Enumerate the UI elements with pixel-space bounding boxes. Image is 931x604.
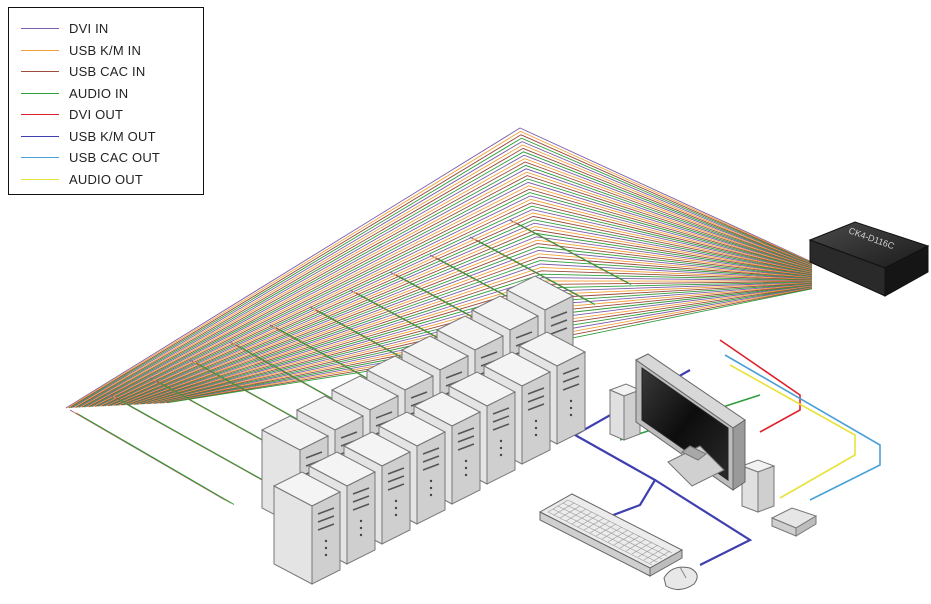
legend-swatch — [21, 28, 59, 29]
input-cable — [102, 205, 813, 407]
legend-swatch — [21, 114, 59, 115]
input-cable — [73, 144, 813, 408]
input-cable — [128, 260, 813, 406]
input-cable — [112, 226, 813, 406]
computer-tower — [272, 471, 342, 585]
input-cable — [136, 277, 813, 405]
input-cable — [93, 185, 813, 407]
dvi-out-cable — [719, 339, 801, 433]
input-cable — [90, 178, 813, 408]
legend-label: AUDIO IN — [69, 85, 129, 101]
cable-legend: DVI IN USB K/M IN USB CAC IN AUDIO IN DVI OU… — [8, 7, 204, 195]
input-cable — [104, 209, 813, 407]
input-cable — [101, 202, 813, 407]
input-cable — [119, 239, 813, 406]
keyboard — [538, 493, 684, 577]
legend-label: USB K/M OUT — [69, 128, 156, 144]
input-cable — [114, 229, 813, 406]
input-cable — [125, 253, 813, 406]
legend-item: USB K/M OUT — [21, 126, 156, 147]
input-cable — [98, 195, 813, 407]
legend-label: USB CAC IN — [69, 64, 146, 79]
input-cable — [99, 198, 813, 407]
legend-swatch — [21, 92, 59, 94]
cac-reader — [770, 507, 818, 537]
input-cable — [106, 212, 813, 407]
input-cable — [123, 249, 813, 406]
usb-km-out-cable-mouse — [654, 479, 753, 566]
input-cable — [65, 127, 813, 409]
usb-cac-out-cable — [724, 354, 881, 501]
drop-cable — [118, 399, 272, 485]
input-cable — [132, 266, 813, 405]
legend-item: USB K/M IN — [21, 40, 141, 61]
input-cable — [96, 192, 813, 407]
input-cable — [81, 161, 813, 408]
right-speaker — [740, 459, 776, 513]
input-cable — [77, 151, 813, 408]
legend-label: USB CAC OUT — [69, 150, 161, 165]
input-cable — [72, 141, 813, 409]
legend-label: USB K/M IN — [69, 42, 142, 58]
input-cable — [83, 164, 813, 408]
input-cable — [86, 171, 813, 408]
monitor — [635, 353, 746, 491]
legend-item: AUDIO OUT — [21, 169, 143, 190]
input-cable — [70, 137, 813, 409]
legend-label: AUDIO OUT — [69, 171, 144, 187]
input-cable — [78, 154, 813, 408]
input-cable — [88, 175, 813, 408]
input-cable — [80, 158, 813, 408]
input-cable — [120, 243, 813, 406]
input-cable — [122, 246, 813, 406]
kvm-switch: CK4-D116C — [808, 221, 930, 297]
audio-out-cable — [729, 364, 856, 499]
legend-item: DVI IN — [21, 18, 108, 39]
input-cable — [75, 147, 813, 408]
legend-swatch — [21, 49, 59, 51]
legend-item: USB CAC IN — [21, 61, 145, 82]
input-cable — [133, 270, 813, 405]
legend-label: DVI IN — [69, 21, 109, 36]
legend-swatch — [21, 135, 59, 137]
input-cable — [85, 168, 813, 408]
input-cable — [94, 188, 813, 407]
input-cable — [68, 134, 813, 409]
legend-item: USB CAC OUT — [21, 147, 160, 168]
input-cable — [111, 222, 813, 407]
input-cable — [109, 219, 813, 407]
input-cable — [107, 215, 813, 407]
drop-cable — [78, 414, 235, 505]
cable-bundle — [65, 127, 813, 505]
input-cable — [130, 263, 813, 406]
input-cable — [67, 130, 813, 409]
legend-swatch — [21, 178, 59, 180]
mouse — [663, 566, 698, 590]
input-cable — [91, 181, 813, 408]
computer-array — [260, 275, 587, 585]
input-cable — [127, 256, 813, 406]
legend-label: DVI OUT — [69, 107, 124, 122]
legend-item: DVI OUT — [21, 104, 123, 125]
legend-item: AUDIO IN — [21, 83, 128, 104]
drop-cable — [478, 241, 596, 305]
legend-swatch — [21, 71, 59, 72]
input-cable — [117, 236, 813, 406]
input-cable — [135, 273, 813, 405]
legend-swatch — [21, 157, 59, 158]
drop-cable — [518, 224, 632, 285]
